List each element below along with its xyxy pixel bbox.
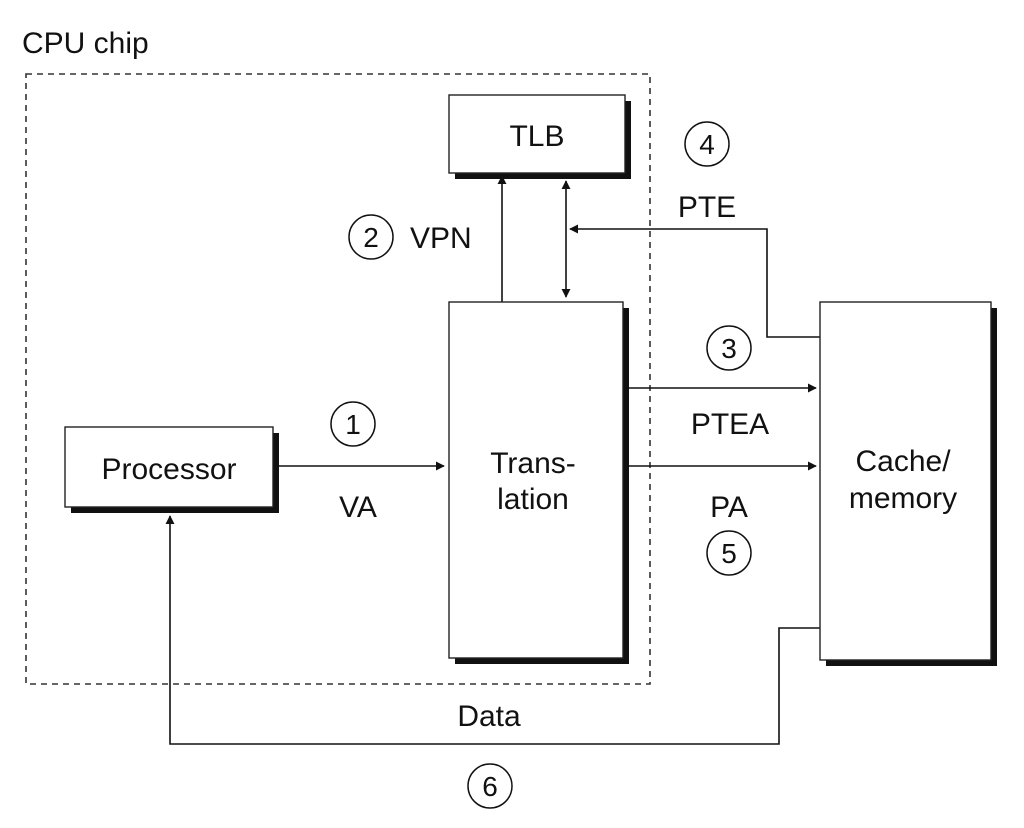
cpu-chip-label: CPU chip: [22, 27, 149, 60]
data-arrow: [165, 515, 820, 745]
step-4-badge: 4: [684, 121, 730, 167]
step-1-badge: 1: [330, 401, 376, 447]
translation-label-line2: lation: [497, 483, 569, 516]
translation-label-line1: Trans-: [490, 447, 576, 480]
step-4-number: 4: [699, 129, 715, 160]
ptea-label: PTEA: [691, 408, 769, 441]
data-label: Data: [457, 700, 521, 733]
processor-box: Processor: [64, 426, 279, 513]
step-3-number: 3: [721, 333, 737, 364]
cache-memory-box: Cache/ memory: [819, 301, 997, 666]
va-label: VA: [339, 491, 377, 524]
vpn-label: VPN: [410, 222, 472, 255]
cpu-chip-boundary: [25, 73, 651, 685]
step-6-number: 6: [482, 771, 498, 802]
tlb-box: TLB: [448, 94, 631, 179]
cache-label-line1: Cache/: [855, 445, 951, 478]
step-3-badge: 3: [706, 325, 752, 371]
step-2-number: 2: [363, 222, 379, 253]
processor-label: Processor: [101, 453, 236, 486]
pa-label: PA: [710, 491, 748, 524]
step-5-badge: 5: [706, 530, 752, 576]
pte-arrow: [569, 224, 820, 338]
cache-label-line2: memory: [849, 482, 957, 515]
step-2-badge: 2: [348, 214, 394, 260]
pte-label: PTE: [678, 191, 736, 224]
step-6-badge: 6: [467, 763, 513, 809]
translation-box: Trans- lation: [448, 301, 629, 664]
step-1-number: 1: [345, 409, 361, 440]
step-5-number: 5: [721, 538, 737, 569]
tlb-label: TLB: [509, 120, 564, 153]
